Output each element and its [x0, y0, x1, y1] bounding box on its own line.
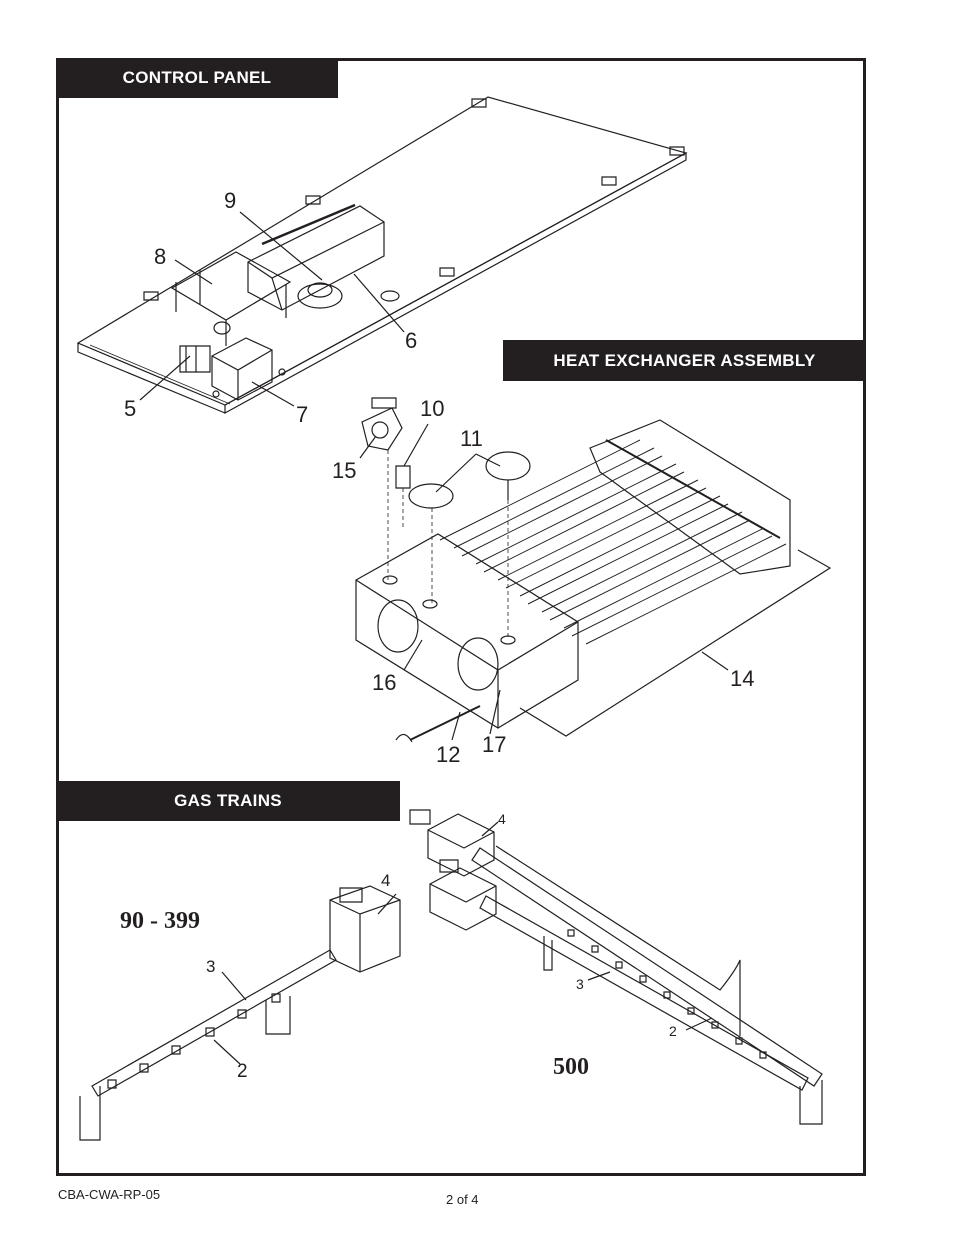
mounting-tab: [306, 196, 320, 204]
leader-line-g-left-3: [222, 972, 246, 1000]
callout-12: 12: [436, 742, 461, 767]
callout-gas-left-4: 4: [381, 871, 391, 890]
manifold-bracket: [544, 936, 552, 970]
transformer: [212, 338, 272, 400]
gauge-disc: [486, 452, 530, 480]
callout-14: 14: [730, 666, 755, 691]
callout-gas-left-3: 3: [206, 957, 216, 976]
section-header-control-panel: CONTROL PANEL: [56, 58, 338, 98]
header-port: [458, 638, 498, 690]
leader-line-5: [140, 356, 190, 400]
mounting-tab: [602, 177, 616, 185]
exchanger-coils: [440, 440, 786, 644]
mounting-tab: [670, 147, 684, 155]
leader-line-10: [404, 424, 428, 466]
gas-valve: [430, 868, 496, 930]
callout-8: 8: [154, 244, 167, 269]
manifold-pipe-upper: [472, 848, 822, 1086]
leader-line-14: [702, 652, 728, 670]
orifice-row: [568, 930, 766, 1058]
leader-line-g-left-2: [214, 1040, 240, 1064]
manifold-bracket: [800, 1080, 822, 1124]
model-label-small: 90 - 399: [120, 908, 200, 934]
callout-10: 10: [420, 396, 445, 421]
control-panel-plate: [78, 97, 686, 405]
leader-line-11a: [436, 454, 476, 492]
callout-gas-left-2: 2: [237, 1061, 248, 1082]
leader-line-16: [404, 640, 422, 670]
callout-gas-right-4: 4: [498, 811, 506, 827]
gas-train-small-illustration: [80, 886, 400, 1140]
gas-valve: [330, 886, 400, 972]
control-panel-plate-side: [78, 343, 225, 413]
mounting-tab: [472, 99, 486, 107]
manifold-pipe-lower: [480, 896, 808, 1090]
leader-line-g-left-4: [378, 894, 396, 914]
model-label-large: 500: [553, 1054, 589, 1080]
exchanger-header: [356, 534, 578, 728]
leader-line-6: [354, 274, 404, 332]
callout-16: 16: [372, 670, 397, 695]
orifice-row: [108, 994, 280, 1088]
callout-15: 15: [332, 458, 357, 483]
callout-gas-right-3: 3: [576, 976, 584, 992]
control-panel-plate-edge: [225, 153, 686, 413]
mounting-tab: [144, 292, 158, 300]
gas-valve: [428, 814, 494, 876]
callout-gas-right-2: 2: [669, 1023, 677, 1039]
dial-component: [298, 284, 342, 308]
leader-line-7: [252, 382, 294, 406]
control-module: [248, 206, 384, 310]
leader-line-g-right-2: [686, 1018, 712, 1030]
leader-line-9: [240, 212, 322, 280]
header-port: [378, 600, 418, 652]
document-code: CBA-CWA-RP-05: [58, 1187, 161, 1202]
callout-17: 17: [482, 732, 507, 757]
callout-11: 11: [460, 426, 483, 451]
leader-line-8: [175, 260, 212, 284]
exchanger-rear-header: [590, 420, 790, 574]
callout-5: 5: [124, 396, 137, 421]
leader-line-g-right-4: [482, 822, 498, 836]
callout-6: 6: [405, 328, 418, 353]
terminal-block: [180, 346, 210, 372]
control-panel-illustration: [78, 97, 686, 413]
leader-line-12: [452, 712, 460, 740]
manifold-bracket: [266, 996, 290, 1034]
leader-line-15: [360, 436, 376, 458]
heat-exchanger-illustration: [356, 398, 830, 742]
leader-line-11b: [476, 454, 500, 466]
leader-line-g-right-3: [588, 972, 610, 980]
temperature-sensor: [396, 466, 410, 488]
manifold-pipe: [92, 950, 336, 1096]
valve-inlet: [410, 810, 430, 824]
circuit-board: [172, 252, 290, 320]
manifold-bracket: [80, 1086, 100, 1140]
leader-line-17: [490, 690, 500, 734]
gauge-disc: [409, 484, 453, 508]
section-header-heat-exchanger: HEAT EXCHANGER ASSEMBLY: [503, 340, 866, 381]
callout-9: 9: [224, 188, 237, 213]
drawing-frame: [56, 58, 866, 1176]
page-number: 2 of 4: [446, 1192, 479, 1207]
section-header-gas-trains: GAS TRAINS: [56, 781, 400, 821]
mounting-tab: [440, 268, 454, 276]
gas-train-large-illustration: [410, 698, 822, 1124]
bypass-pipe: [496, 846, 740, 1036]
relief-valve: [362, 408, 402, 450]
bracket-line-14: [520, 550, 830, 736]
panel-hole: [381, 291, 399, 301]
callout-7: 7: [296, 402, 309, 427]
